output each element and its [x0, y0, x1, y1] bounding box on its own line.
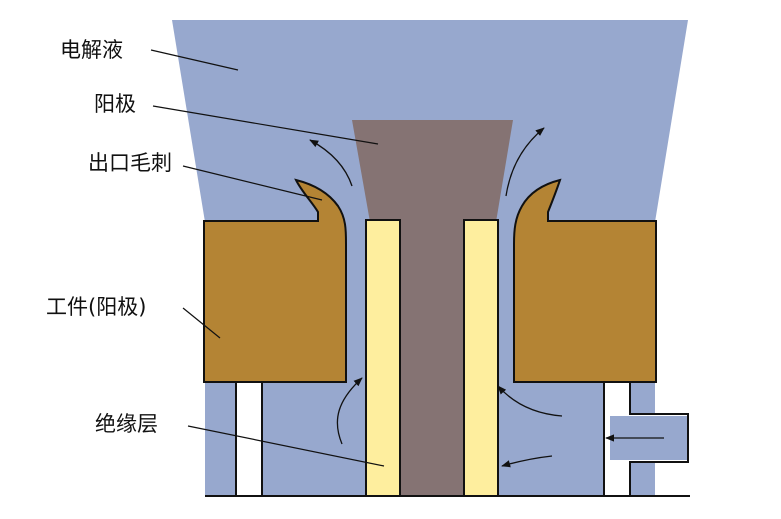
- flow-arrow-bottom-left: [336, 377, 363, 445]
- flow-arrow-top-right: [505, 127, 545, 197]
- tool-electrode-rod: [400, 200, 464, 496]
- leader-insulation: [187, 425, 385, 467]
- insulation-layer-right: [463, 219, 499, 497]
- leader-anode: [152, 105, 379, 145]
- leader-exit-burr: [182, 165, 323, 201]
- label-exit-burr: 出口毛刺: [88, 151, 172, 175]
- label-workpiece: 工件(阳极): [46, 295, 146, 319]
- leader-electrolyte: [150, 49, 239, 71]
- insulation-layer-left: [365, 219, 401, 497]
- flow-arrow-low-right: [501, 455, 553, 468]
- label-electrolyte: 电解液: [60, 38, 123, 62]
- label-insulation: 绝缘层: [95, 412, 158, 436]
- flow-arrow-top-left: [309, 139, 353, 187]
- workpiece-right: [513, 178, 657, 383]
- flow-arrow-mid-right: [497, 385, 563, 417]
- leader-workpiece: [182, 307, 221, 339]
- label-anode: 阳极: [94, 92, 136, 116]
- workpiece-left: [203, 178, 347, 383]
